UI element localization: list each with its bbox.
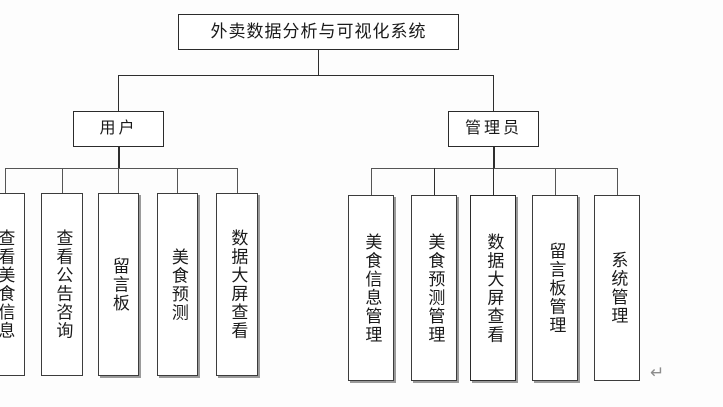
node-admin-child-1[interactable]: 美食信息管理: [348, 195, 394, 381]
node-admin-child-2-label: 美食预测管理: [425, 232, 445, 344]
paragraph-return-mark: ↵: [650, 363, 665, 382]
connector-admin-drop-4: [555, 168, 556, 195]
node-admin-child-4-label: 留言板管理: [546, 241, 566, 335]
connector-root-stem: [318, 50, 319, 76]
connector-admin-drop-5: [617, 168, 618, 195]
node-user-child-2[interactable]: 查看公告咨询: [41, 193, 83, 376]
connector-user-spine: [5, 168, 238, 169]
node-root-label: 外卖数据分析与可视化系统: [210, 21, 427, 41]
node-user-child-2-label: 查看公告咨询: [53, 229, 73, 340]
connector-admin-drop-1: [371, 168, 372, 195]
node-user-label: 用户: [99, 120, 138, 138]
connector-level2-spine: [118, 75, 494, 76]
node-admin-label: 管理员: [464, 120, 522, 138]
connector-admin-drop-2: [434, 168, 435, 195]
node-user-child-3-label: 留言板: [109, 256, 129, 313]
connector-to-user: [118, 75, 119, 111]
node-user-child-1-label: 查看美食信息: [0, 229, 15, 340]
node-admin[interactable]: 管理员: [448, 111, 539, 147]
node-admin-child-4[interactable]: 留言板管理: [532, 195, 578, 381]
connector-user-drop-3: [118, 168, 119, 193]
connector-user-drop-5: [237, 168, 238, 193]
connector-user-drop-1: [5, 168, 6, 193]
node-user-child-5-label: 数据大屏查看: [228, 229, 248, 340]
node-admin-child-3[interactable]: 数据大屏查看: [470, 195, 516, 381]
node-user-child-4-label: 美食预测: [168, 247, 188, 322]
node-user-child-3[interactable]: 留言板: [98, 193, 139, 376]
connector-admin-drop-3: [493, 168, 494, 195]
node-admin-child-1-label: 美食信息管理: [362, 232, 382, 344]
connector-to-admin: [493, 75, 494, 111]
connector-user-drop-4: [177, 168, 178, 193]
node-admin-child-3-label: 数据大屏查看: [484, 232, 504, 344]
node-root[interactable]: 外卖数据分析与可视化系统: [178, 14, 459, 50]
node-admin-child-2[interactable]: 美食预测管理: [411, 195, 457, 381]
node-admin-child-5[interactable]: 系统管理: [594, 195, 640, 381]
node-user-child-4[interactable]: 美食预测: [157, 193, 198, 376]
connector-user-drop-2: [62, 168, 63, 193]
connector-admin-stem: [493, 147, 495, 168]
connector-admin-spine: [371, 168, 617, 169]
node-user-child-1[interactable]: 查看美食信息: [0, 193, 25, 376]
connector-user-stem: [118, 147, 120, 168]
node-user-child-5[interactable]: 数据大屏查看: [216, 193, 258, 376]
node-admin-child-5-label: 系统管理: [608, 251, 628, 325]
node-user[interactable]: 用户: [73, 111, 164, 147]
